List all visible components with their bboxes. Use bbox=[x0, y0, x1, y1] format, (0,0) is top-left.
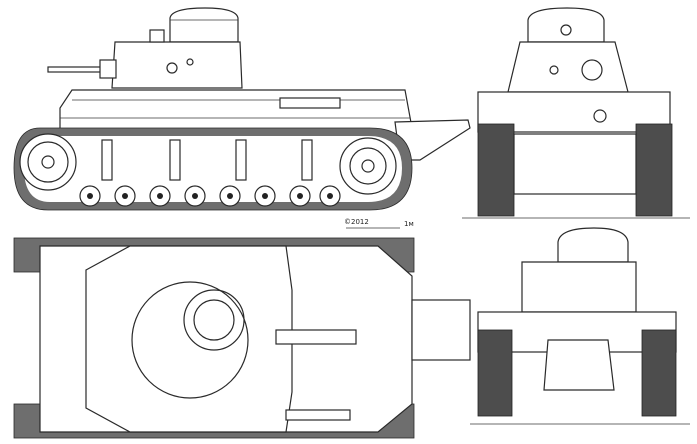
road-wheels bbox=[79, 185, 341, 207]
side-track bbox=[13, 127, 413, 211]
top-turret bbox=[131, 281, 249, 399]
scale-label: 1м bbox=[404, 220, 414, 228]
side-turret bbox=[47, 7, 243, 89]
rear-left-track bbox=[477, 329, 513, 417]
idler-wheel bbox=[339, 137, 397, 195]
rear-view bbox=[470, 227, 690, 425]
side-view: ©2012 1м bbox=[13, 7, 471, 229]
rear-right-track bbox=[641, 329, 677, 417]
suspension-springs bbox=[101, 139, 313, 181]
top-view bbox=[13, 237, 471, 439]
front-left-track bbox=[477, 123, 515, 217]
front-right-track bbox=[635, 123, 673, 217]
copyright-label: ©2012 bbox=[344, 218, 369, 226]
front-view bbox=[462, 7, 690, 219]
